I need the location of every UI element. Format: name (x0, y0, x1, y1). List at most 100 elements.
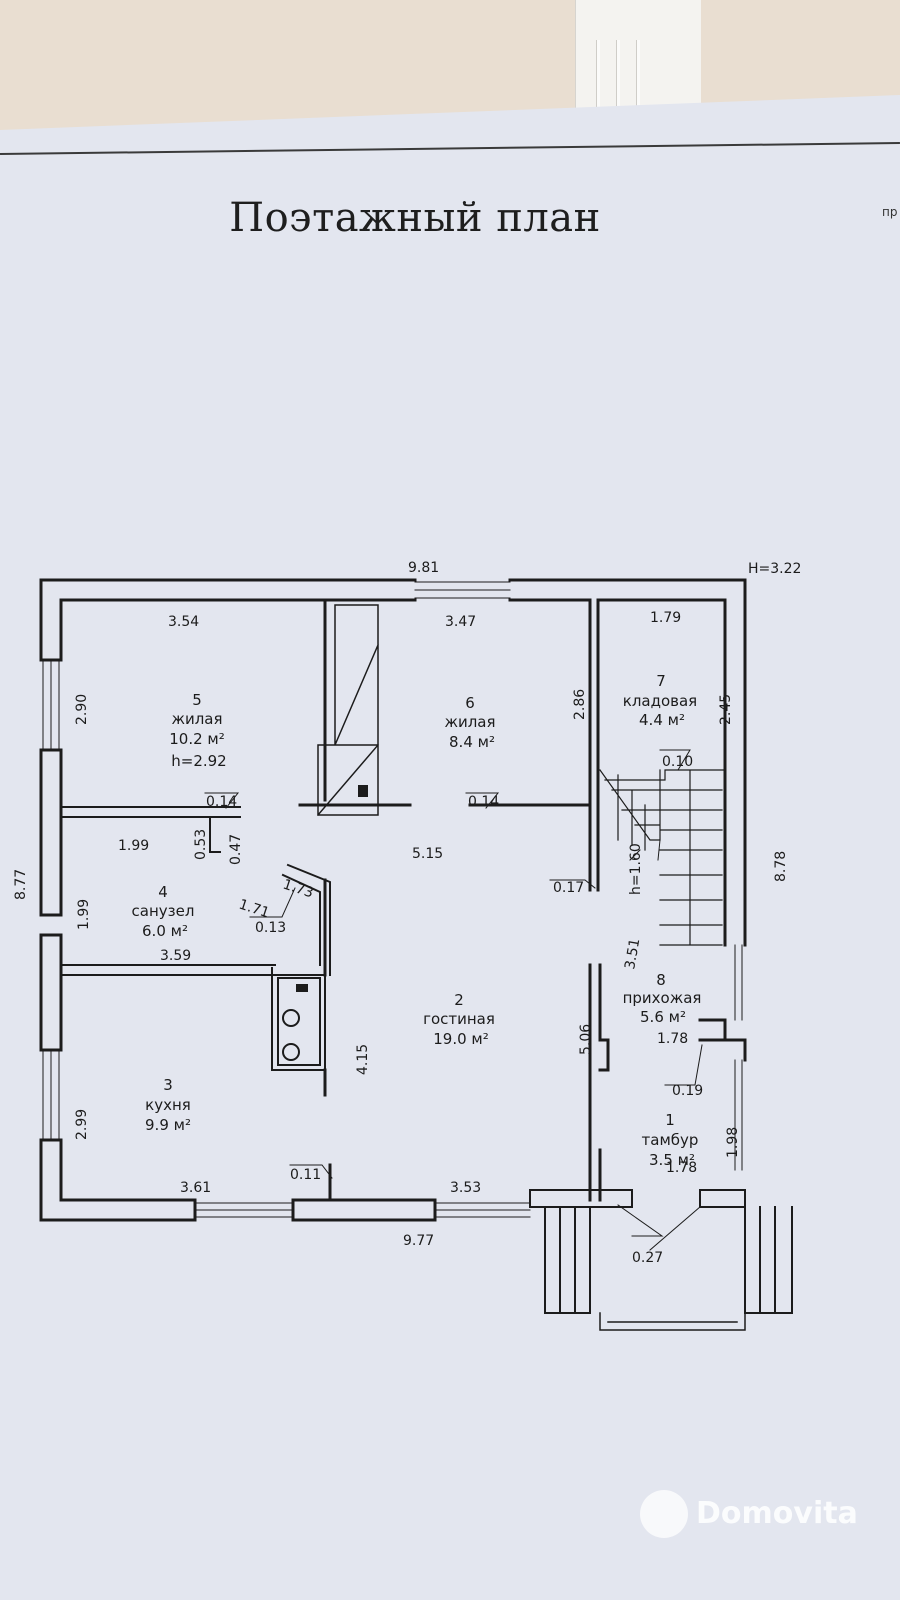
dim-r7-width: 1.79 (650, 610, 681, 626)
sheet-edge (636, 40, 640, 112)
dim-r3-width: 3.61 (180, 1180, 211, 1196)
dim-diag-1-71: 1.71 (237, 897, 272, 922)
dim-w-0-13: 0.13 (255, 920, 286, 936)
window-top (414, 581, 511, 599)
room-number: 6 (465, 694, 475, 712)
leader-0-14-b (465, 792, 500, 809)
leader-0-19 (664, 1044, 703, 1086)
dim-right-total: 8.78 (773, 851, 789, 882)
corner-text: пр (882, 205, 898, 219)
room-name: кладовая (623, 692, 697, 710)
flue-detail (209, 816, 221, 853)
dim-r1-height: 1.98 (725, 1127, 741, 1158)
room-area: 6.0 м² (142, 922, 188, 940)
dim-w-0-17: 0.17 (553, 880, 584, 896)
room-6-label: 6 жилая 8.4 м² (444, 694, 495, 751)
staircase (599, 769, 726, 946)
dim-r2-right-height: 5.06 (578, 1024, 594, 1055)
porch-front (599, 1312, 746, 1331)
room-name: тамбур (642, 1131, 699, 1149)
watermark-text: Domovita (696, 1496, 858, 1531)
dim-r8-width: 1.78 (657, 1031, 688, 1047)
stove-knob (296, 984, 308, 992)
leader-0-17 (549, 879, 596, 889)
dim-diag-1-73: 1.73 (281, 877, 316, 902)
dim-r5-width: 3.54 (168, 614, 199, 630)
domovita-watermark: Domovita (640, 1490, 890, 1550)
window-left-2 (42, 1049, 60, 1141)
dim-r1-width: 1.78 (666, 1160, 697, 1176)
room-number: 4 (158, 883, 168, 901)
window-bottom-1 (194, 1202, 294, 1218)
room-name: кухня (145, 1096, 191, 1114)
leader-0-14-a (204, 792, 240, 809)
dim-r7-height: 2.45 (718, 694, 734, 725)
wall-r8-r1 (698, 1018, 747, 1062)
leader-0-11 (289, 1164, 333, 1179)
sheet-edge (596, 40, 600, 112)
page-title: Поэтажный план (229, 195, 601, 241)
outer-wall-top-right (508, 578, 747, 947)
room-7-label: 7 кладовая 4.4 м² (623, 672, 697, 729)
vent-marker (358, 785, 368, 797)
bathroom-pipe (281, 863, 331, 976)
dim-r5-height: 2.90 (74, 694, 90, 725)
vent-block (316, 604, 380, 817)
dim-left-total: 8.77 (13, 869, 29, 900)
wall-r8-left (588, 963, 610, 1202)
room-area: 3.5 м² (649, 1151, 695, 1169)
room-name: жилая (171, 710, 222, 728)
room-1-label: 1 тамбур 3.5 м² (642, 1111, 699, 1169)
stair-note: h=1.60 (628, 843, 644, 895)
wall-r4-r3 (60, 964, 276, 976)
leader-0-13 (249, 887, 296, 918)
room-area: 19.0 м² (433, 1030, 489, 1048)
sheet-edge (616, 40, 620, 112)
dim-bottom-total: 9.77 (403, 1233, 434, 1249)
dim-w-0-53: 0.53 (193, 829, 209, 860)
room-area: 10.2 м² (169, 730, 225, 748)
h-indicator (629, 839, 661, 861)
dim-r2-height: 4.15 (355, 1044, 371, 1075)
room-name: жилая (444, 713, 495, 731)
underlying-sheets (575, 0, 701, 112)
room-5-label: 5 жилая 10.2 м² h=2.92 (169, 691, 226, 770)
leader-0-10 (659, 749, 691, 771)
dim-w-0-10: 0.10 (662, 754, 693, 770)
room-3-label: 3 кухня 9.9 м² (145, 1076, 191, 1134)
window-right-1 (734, 944, 743, 1021)
dim-r6-height: 2.86 (572, 689, 588, 720)
outer-wall-left (39, 748, 197, 1222)
room-area: 4.4 м² (639, 711, 685, 729)
room-name: прихожая (623, 989, 702, 1007)
kitchen-stove (271, 967, 326, 1071)
window-bottom-2 (434, 1202, 531, 1218)
paper-sheet (0, 95, 900, 1600)
dim-r2-width-bottom: 3.53 (450, 1180, 481, 1196)
dim-w-0-19: 0.19 (672, 1083, 703, 1099)
room-number: 8 (656, 971, 666, 989)
room-height: h=2.92 (171, 752, 226, 770)
room-number: 2 (454, 991, 464, 1009)
dim-w-0-14-b: 0.14 (468, 794, 499, 810)
room-area: 8.4 м² (449, 733, 495, 751)
dim-r4-width: 1.99 (118, 838, 149, 854)
dim-r4-alt-width: 3.59 (160, 948, 191, 964)
dim-r2-width-top: 5.15 (412, 846, 443, 862)
room-4-label: 4 санузел 6.0 м² (132, 883, 195, 940)
room-number: 3 (163, 1076, 173, 1094)
room-number: 7 (656, 672, 666, 690)
dim-r8-diag: 3.51 (622, 937, 643, 970)
room-name: санузел (132, 902, 195, 920)
stove-burner (282, 1043, 300, 1061)
dim-w-0-47: 0.47 (228, 834, 244, 865)
room-name: гостиная (423, 1010, 495, 1028)
door-swing (649, 1206, 701, 1251)
porch-right (699, 1189, 793, 1314)
leader-0-27 (617, 1204, 664, 1237)
room-2-label: 2 гостиная 19.0 м² (423, 991, 495, 1048)
window-left-1 (42, 659, 60, 751)
wall-r6-r7 (588, 598, 727, 947)
room-number: 1 (665, 1111, 675, 1129)
